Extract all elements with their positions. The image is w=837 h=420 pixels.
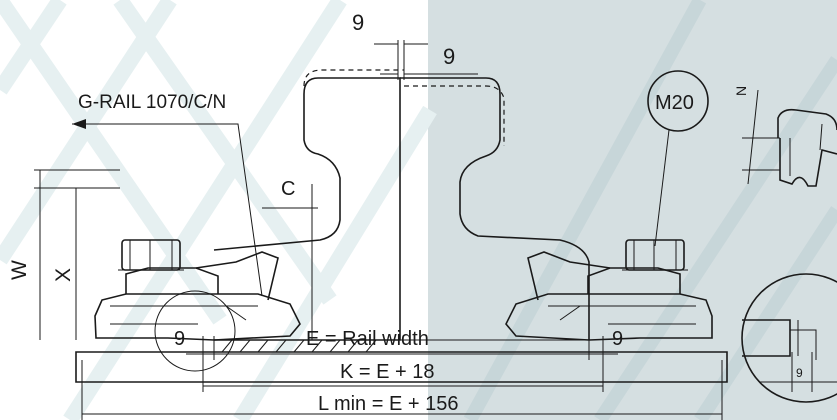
dim-label-x: X (52, 268, 75, 282)
right-clip (505, 239, 713, 341)
dim-label-c: C (281, 178, 295, 200)
bolt-size-label: M20 (655, 92, 694, 114)
dim-label-9-top: 9 (352, 10, 364, 35)
dim-label-9-left: 9 (174, 328, 185, 350)
product-label: G-RAIL 1070/C/N (78, 92, 226, 113)
bolt-callout-circle (647, 70, 709, 132)
dim-label-9-right: 9 (612, 328, 623, 350)
detail-zoom-circle (741, 273, 837, 403)
rail-width-label: E = Rail width (306, 328, 429, 350)
dim-label-w: W (8, 260, 31, 280)
l-min-formula-label: L min = E + 156 (318, 393, 458, 415)
dim-label-n: N (733, 86, 749, 96)
left-clip (94, 239, 301, 341)
background-right-panel (428, 0, 837, 420)
dim-label-9-detail: 9 (796, 366, 803, 380)
dim-label-9-top-right: 9 (443, 44, 455, 69)
k-formula-label: K = E + 18 (340, 361, 435, 383)
dimension-lines (34, 40, 723, 420)
bolt-leader (654, 129, 670, 247)
detail-circle (154, 290, 236, 372)
detail-clip-n (742, 89, 837, 187)
rail-profile (213, 69, 590, 341)
